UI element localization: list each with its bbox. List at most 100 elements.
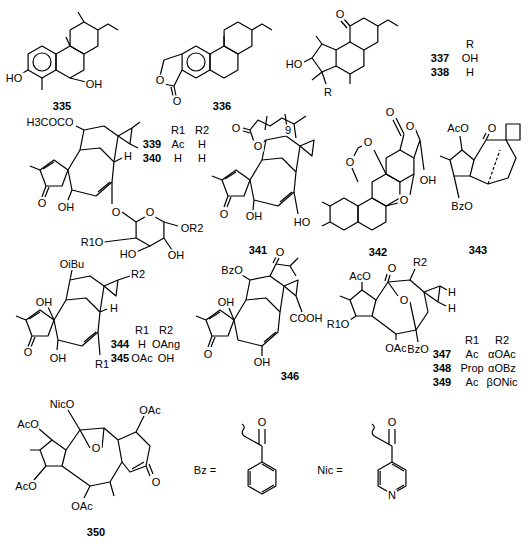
atom-label: R1O <box>80 237 105 248</box>
atom-label: O <box>335 9 346 20</box>
atom-label: H <box>173 153 183 164</box>
atom-label: AcO <box>14 481 37 492</box>
atom-label: 9 <box>284 125 292 136</box>
atom-label: Ac <box>171 139 186 150</box>
atom-label: BzO <box>220 265 243 276</box>
atom-label: OAc <box>70 501 93 512</box>
atom-label: H <box>197 153 207 164</box>
compound-number: 337 <box>430 53 450 64</box>
atom-label: BzO <box>450 201 473 212</box>
atom-label: O <box>111 207 122 218</box>
compound-number: 339 <box>142 139 162 150</box>
atom-label: Prop <box>459 363 484 374</box>
compound-number: 350 <box>86 527 106 538</box>
atom-label: O <box>155 75 166 86</box>
compound-number: 347 <box>432 349 452 360</box>
atom-label: O <box>275 247 286 258</box>
atom-label: O <box>387 263 398 274</box>
atom-label: HO <box>285 59 304 70</box>
atom-label: R2 <box>194 125 210 136</box>
atom-label: OH <box>461 53 480 64</box>
atom-label: R <box>465 39 475 50</box>
atom-label: Ac <box>465 349 480 360</box>
atom-label: AcO <box>446 123 469 134</box>
compound-number: 343 <box>468 245 488 256</box>
atom-label: O <box>219 209 230 220</box>
atom-label: O <box>23 347 34 358</box>
atom-label: αOBz <box>487 363 517 374</box>
atom-label: Ac <box>465 377 480 388</box>
atom-label: H <box>109 303 119 314</box>
compound-number: 335 <box>52 101 72 112</box>
atom-label: O <box>487 123 498 134</box>
compound-number: 340 <box>142 153 162 164</box>
atom-label: BzO <box>406 344 429 355</box>
atom-label: HO <box>119 249 138 260</box>
compound-number: 349 <box>432 377 452 388</box>
atom-label: O <box>203 349 214 360</box>
atom-label: O <box>399 195 410 206</box>
compound-number: 342 <box>368 247 388 258</box>
compound-number: 336 <box>212 101 232 112</box>
atom-label: H <box>123 151 133 162</box>
atom-label: H <box>447 303 457 314</box>
compound-number: 348 <box>432 363 452 374</box>
atom-label: R2 <box>158 325 174 336</box>
atom-label: βONic <box>486 377 519 388</box>
atom-label: OH <box>419 175 438 186</box>
atom-label: AcO <box>16 419 39 430</box>
atom-label: OiBu <box>59 259 85 270</box>
atom-label: H <box>197 139 207 150</box>
atom-label: HO <box>5 73 24 84</box>
atom-label: OAng <box>151 339 181 350</box>
atom-label: OH <box>217 297 236 308</box>
atom-label: O <box>405 121 416 132</box>
atom-label: OH <box>85 79 104 90</box>
atom-label: NicO <box>49 399 75 410</box>
compound-number: 344 <box>110 339 130 350</box>
atom-label: O <box>91 443 102 454</box>
atom-label: αOAc <box>487 349 517 360</box>
atom-label: OH <box>49 353 68 364</box>
compound-number: 345 <box>110 353 130 364</box>
atom-label: R <box>323 87 333 98</box>
atom-label: O <box>387 417 398 428</box>
atom-label: R1 <box>464 335 480 346</box>
atom-label: H <box>447 287 457 298</box>
atom-label: O <box>399 295 410 306</box>
atom-label: O <box>345 157 356 168</box>
atom-label: R1 <box>170 125 186 136</box>
atom-label: O <box>37 198 48 209</box>
atom-label: R2 <box>412 257 428 268</box>
atom-label: O <box>385 107 396 118</box>
atom-label: O <box>231 123 242 134</box>
atom-label: OAc <box>138 405 161 416</box>
atom-label: O <box>257 417 268 428</box>
atom-label: H <box>465 67 475 78</box>
atom-label: O <box>151 477 162 488</box>
atom-label: COOH <box>289 313 324 324</box>
atom-label: O <box>253 141 264 152</box>
atom-label: R2 <box>494 335 510 346</box>
atom-label: OAc <box>384 343 407 354</box>
atom-label: OH <box>253 357 272 368</box>
compound-number: 346 <box>280 371 300 382</box>
atom-label: OH <box>167 250 186 261</box>
compound-number: 341 <box>248 245 268 256</box>
atom-label: Bz = <box>193 465 217 476</box>
compound-number: 338 <box>430 67 450 78</box>
atom-label: OH <box>35 297 54 308</box>
atom-label: OAc <box>130 353 153 364</box>
atom-label: OR2 <box>180 223 205 234</box>
atom-label: R1 <box>94 359 110 370</box>
atom-label: HO <box>293 217 312 228</box>
atom-label: OH <box>245 211 264 222</box>
atom-label: R2 <box>130 269 146 280</box>
atom-label: H <box>137 339 147 350</box>
atom-label: R1 <box>134 325 150 336</box>
atom-label: O <box>145 207 156 218</box>
atom-label: N <box>387 490 397 501</box>
atom-label: OH <box>57 202 76 213</box>
atom-label: O <box>172 96 183 107</box>
